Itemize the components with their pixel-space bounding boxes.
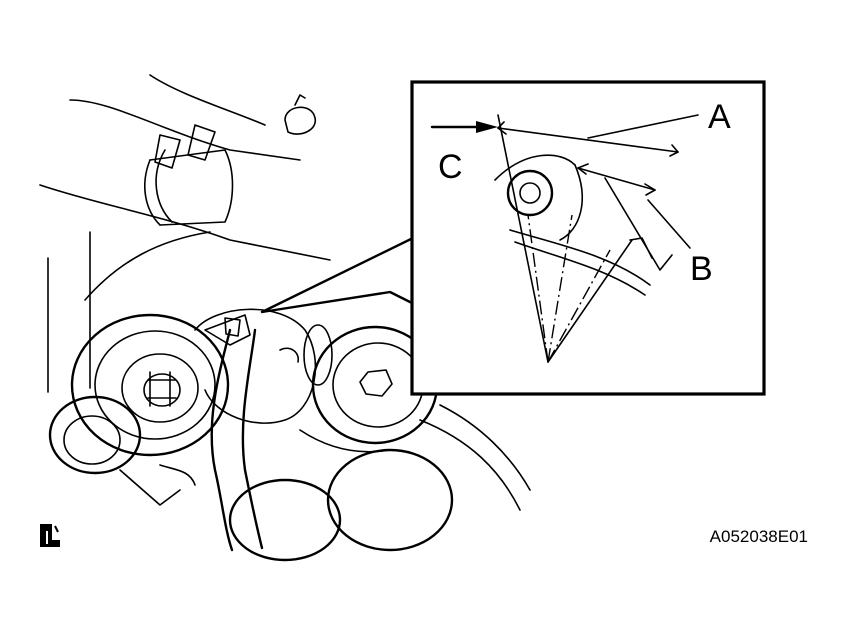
callout-c-label: C <box>438 148 463 186</box>
engine-line-art <box>39 74 531 562</box>
detail-inset <box>410 80 766 396</box>
callout-b-label: B <box>690 250 713 288</box>
callout-leader <box>260 236 415 314</box>
service-manual-symbol-icon <box>40 524 60 547</box>
callout-a-label: A <box>708 98 731 136</box>
figure-id: A052038E01 <box>710 527 808 546</box>
